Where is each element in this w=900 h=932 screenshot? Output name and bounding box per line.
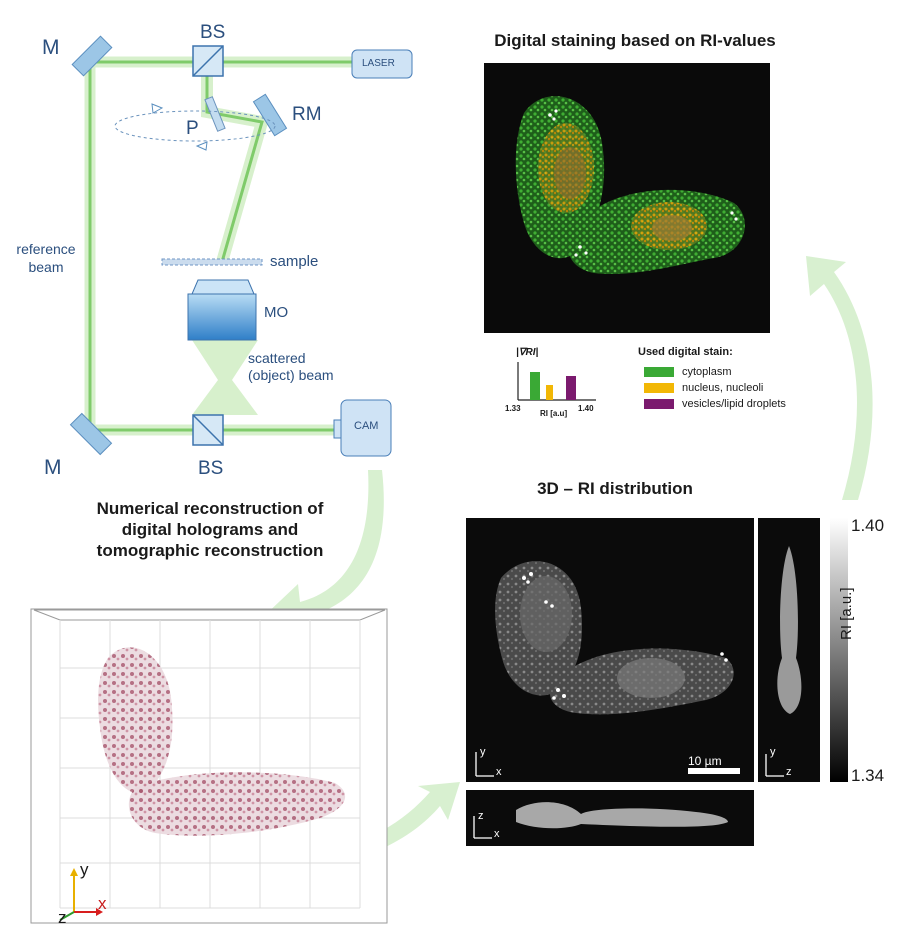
volume-axis-x: x	[98, 894, 107, 913]
mini-bar-cytoplasm	[530, 372, 540, 400]
yz-axis-z-label: z	[786, 766, 792, 778]
sample-slide	[161, 258, 263, 266]
mirror-top-label: M	[42, 36, 60, 59]
sample-label: sample	[270, 253, 319, 270]
objective-label: MO	[264, 304, 289, 321]
scale-bar	[688, 768, 740, 774]
camera-label: CAM	[354, 420, 379, 432]
legend-item-cytoplasm: cytoplasm	[644, 364, 786, 380]
digital-staining-title: Digital staining based on RI-values	[494, 31, 776, 50]
yz-axis-y-label: y	[770, 746, 776, 758]
reconstruction-title: Numerical reconstruction of digital holo…	[96, 499, 324, 560]
stain-legend: cytoplasm nucleus, nucleoli vesicles/lip…	[644, 364, 786, 412]
ri-yz-slice	[758, 518, 820, 782]
laser-label: LASER	[362, 58, 395, 69]
arrow-setup-to-volume	[262, 470, 384, 634]
mini-bar-nucleus	[546, 385, 553, 400]
stain-legend-header: Used digital stain:	[638, 346, 733, 358]
xy-axis-x-label: x	[496, 766, 502, 778]
beam-splitter-bottom	[192, 414, 224, 446]
beam-paths	[84, 56, 352, 436]
volume-axes	[59, 868, 103, 921]
colorbar-min-label: 1.34	[851, 766, 885, 785]
polarizer-label: P	[186, 118, 199, 139]
legend-swatch	[644, 399, 674, 409]
rotation-ellipse	[114, 110, 276, 142]
xz-axis-indicator	[473, 816, 492, 839]
volume-axis-z: z	[58, 908, 67, 927]
bs-bottom-label: BS	[198, 458, 224, 479]
scale-bar-label: 10 µm	[688, 754, 722, 768]
stain-mini-chart	[517, 362, 596, 401]
rotating-mirror-label: RM	[292, 104, 322, 125]
ri-colorbar	[830, 518, 848, 782]
mini-chart-xlabel: RI [a.u]	[540, 409, 568, 418]
ri-distribution-title: 3D – RI distribution	[537, 479, 693, 498]
ri-xz-slice	[466, 790, 754, 846]
optical-setup	[69, 35, 413, 457]
colorbar-max-label: 1.40	[851, 516, 885, 535]
arrow-ri-to-staining	[806, 256, 873, 500]
colorbar-label: RI [a.u.]	[838, 587, 855, 640]
legend-swatch	[644, 383, 674, 393]
polarizer	[204, 96, 226, 132]
camera-icon	[333, 399, 392, 457]
beam-splitter-top	[192, 45, 224, 77]
volume-render	[30, 608, 388, 924]
yz-axis-indicator	[765, 754, 784, 777]
scattered-beam-label: scattered (object) beam	[248, 350, 334, 383]
mirror-bottom	[69, 412, 113, 456]
legend-item-nucleus: nucleus, nucleoli	[644, 380, 786, 396]
reference-beam-label: reference beam	[16, 241, 76, 275]
xz-axis-z-label: z	[478, 810, 484, 822]
mirror-bottom-label: M	[44, 456, 62, 479]
bs-top-label: BS	[200, 22, 226, 43]
xy-axis-y-label: y	[480, 746, 486, 758]
legend-swatch	[644, 367, 674, 377]
mini-chart-xmin: 1.33	[505, 404, 521, 413]
xz-axis-x-label: x	[494, 828, 500, 840]
microscope-objective	[187, 279, 257, 341]
digital-staining-image	[484, 63, 770, 333]
ri-xy-slice	[466, 518, 754, 782]
xy-axis-indicator	[475, 752, 494, 777]
mini-chart-ylabel: |∇RI|	[516, 347, 539, 358]
mirror-top	[71, 35, 113, 77]
legend-item-vesicles: vesicles/lipid droplets	[644, 396, 786, 412]
mini-bar-vesicles	[566, 376, 576, 400]
volume-axis-y: y	[80, 860, 89, 879]
mini-chart-xmax: 1.40	[578, 404, 594, 413]
laser-box	[351, 49, 413, 79]
